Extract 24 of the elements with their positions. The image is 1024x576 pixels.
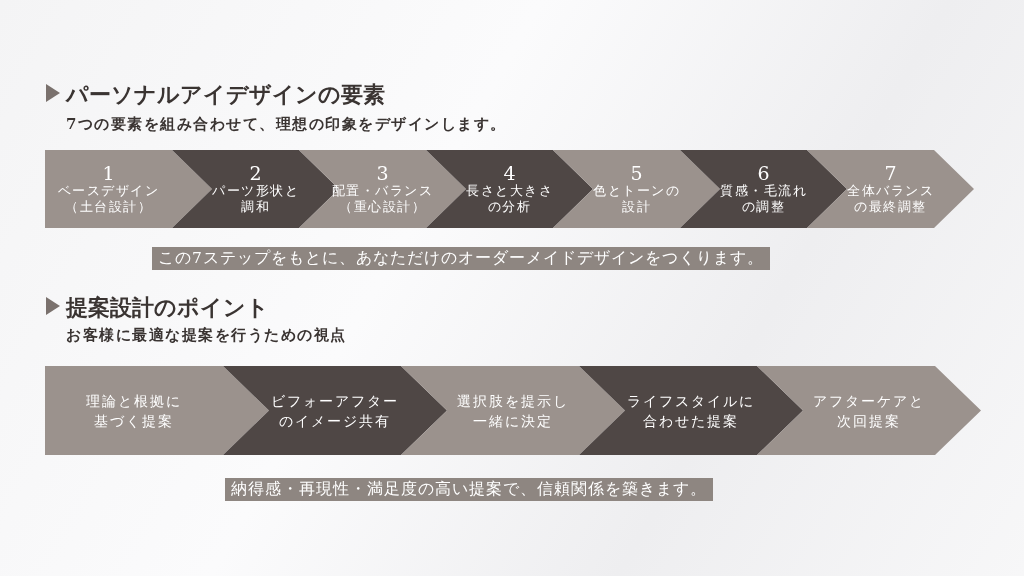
summary-banner: 納得感・再現性・満足度の高い提案で、信頼関係を築きます。 xyxy=(225,478,713,501)
step-label: 長さと大きさの分析 xyxy=(465,183,554,215)
step-number: 1 xyxy=(102,163,115,183)
step-number: 5 xyxy=(630,163,643,183)
step-number: 4 xyxy=(503,163,516,183)
step-label: ベースデザイン（土台設計） xyxy=(57,183,160,215)
step-label: ビフォーアフターのイメージ共有 xyxy=(270,391,400,431)
step-label: 質感・毛流れの調整 xyxy=(719,183,808,215)
step-label: 理論と根拠に基づく提案 xyxy=(85,391,183,431)
step-label: 色とトーンの設計 xyxy=(592,183,681,215)
step-number: 3 xyxy=(376,163,389,183)
summary-banner: この7ステップをもとに、あなただけのオーダーメイドデザインをつくります。 xyxy=(152,247,770,270)
section-subtitle: 7つの要素を組み合わせて、理想の印象をデザインします。 xyxy=(66,115,507,134)
step-label: ライフスタイルに合わせた提案 xyxy=(626,391,756,431)
step-label: 選択肢を提示し一緒に決定 xyxy=(456,391,570,431)
section-heading: パーソナルアイデザインの要素 xyxy=(66,80,385,109)
step-label: アフターケアと次回提案 xyxy=(812,391,926,431)
step-number: 6 xyxy=(757,163,770,183)
section-heading: 提案設計のポイント xyxy=(66,293,269,322)
section-subtitle: お客様に最適な提案を行うための視点 xyxy=(66,326,347,345)
step-label: 全体バランスの最終調整 xyxy=(846,183,935,215)
step-label: パーツ形状と調和 xyxy=(211,183,300,215)
step-number: 2 xyxy=(249,163,262,183)
step-number: 7 xyxy=(884,163,897,183)
